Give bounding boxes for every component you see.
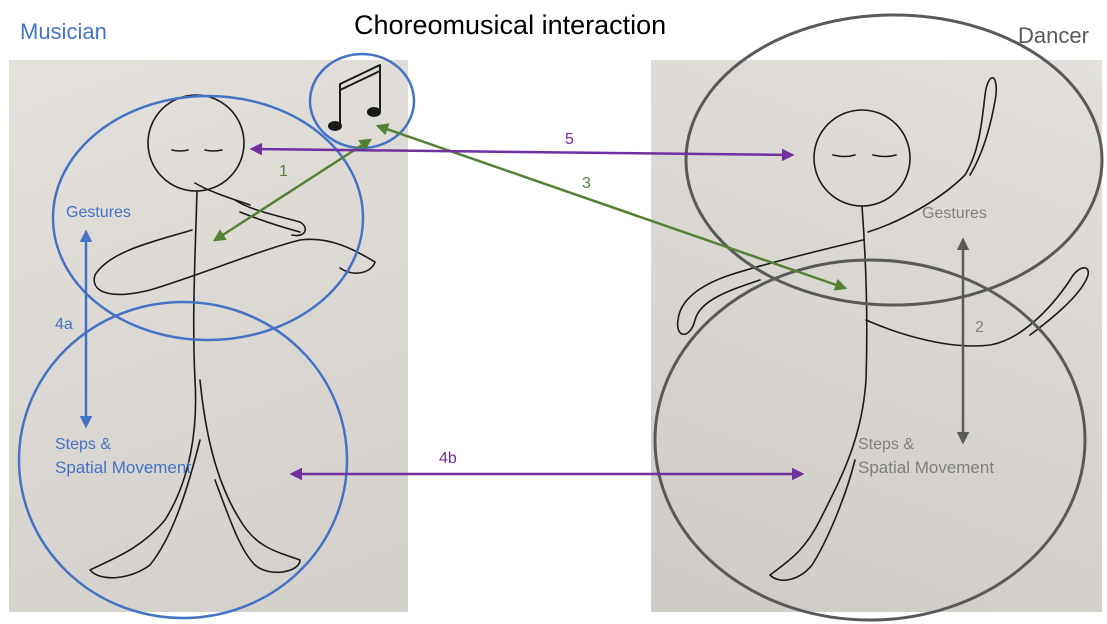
musician-steps-zone (17, 300, 349, 620)
dancer-zones (653, 13, 1104, 622)
musician-zones (17, 52, 416, 620)
musician-steps-label-line2: Spatial Movement (55, 458, 192, 477)
arrow-5-label: 5 (565, 131, 574, 148)
dancer-stick-figure (676, 76, 1090, 581)
arrow-3-label: 3 (582, 175, 591, 192)
arrow-4b-label: 4b (439, 450, 457, 467)
arrow-1 (212, 138, 373, 242)
arrow-1-label: 1 (279, 163, 288, 180)
dancer-steps-label-line2: Spatial Movement (858, 458, 995, 477)
dancer-gestures-label: Gestures (922, 205, 987, 222)
musician-gestures-label: Gestures (66, 204, 131, 221)
dancer-label: Dancer (1018, 23, 1089, 48)
musician-stick-figure (88, 94, 376, 579)
musician-label: Musician (20, 19, 107, 44)
diagram-title: Choreomusical interaction (354, 10, 667, 40)
musician-steps-label-line1: Steps & (55, 436, 112, 453)
music-note-icon (328, 64, 381, 131)
arrow-5 (249, 142, 795, 162)
dancer-steps-zone (653, 258, 1087, 622)
dancer-steps-label-line1: Steps & (858, 436, 915, 453)
arrow-4a-label: 4a (55, 316, 73, 333)
arrow-2-label: 2 (975, 319, 984, 336)
